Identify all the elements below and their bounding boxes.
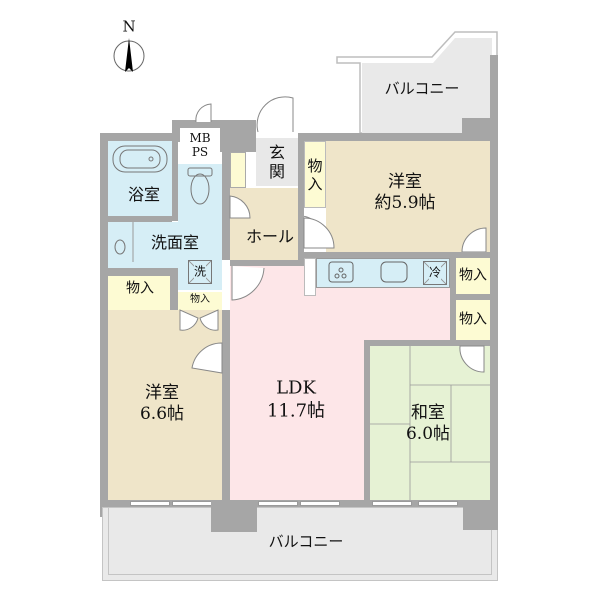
storage-north (304, 141, 326, 208)
entrance-label: 玄 関 (268, 142, 286, 181)
balcony-north-label: バルコニー (384, 79, 460, 98)
storage-small-label: 物入 (190, 293, 210, 305)
storage-small (178, 292, 222, 310)
balcony-south (102, 507, 498, 581)
compass-north-label: N (122, 17, 136, 36)
storage-west-label: 物入 (126, 280, 154, 297)
western-room-north (326, 141, 490, 252)
western-room-north-label: 洋室 約5.9帖 (374, 171, 436, 213)
japanese-room-label: 和室 6.0帖 (405, 402, 451, 444)
ldk-label: LDK 11.7帖 (266, 377, 326, 422)
hall-label: ホール (245, 227, 295, 246)
washer-space: 洗 (188, 260, 212, 284)
western-room-west-label: 洋室 6.6帖 (139, 382, 185, 424)
japanese-room (370, 346, 490, 500)
bathroom-label: 浴室 (127, 185, 161, 204)
kitchen-end-panel (304, 258, 316, 296)
mbps-label: MB PS (189, 131, 211, 159)
mbps-room (180, 128, 220, 164)
entrance (256, 138, 298, 186)
bathroom (108, 141, 172, 216)
sink-icon (380, 261, 408, 283)
storage-east-1-label: 物入 (459, 267, 487, 284)
ldk-lower (230, 300, 364, 500)
balcony-south-label: バルコニー (268, 532, 344, 551)
storage-north-label: 物 入 (307, 157, 323, 193)
storage-west (108, 276, 170, 310)
fridge-space: 冷 (423, 261, 447, 285)
western-room-west (108, 310, 222, 500)
north-arrow-icon (113, 38, 145, 72)
compass: N (113, 18, 145, 74)
stove-icon (328, 261, 354, 283)
storage-east-2-label: 物入 (459, 311, 487, 328)
storage-east-1 (456, 258, 490, 294)
shoe-cabinet (230, 152, 246, 188)
washroom-label: 洗面室 (150, 233, 200, 252)
storage-east-2 (456, 300, 490, 340)
